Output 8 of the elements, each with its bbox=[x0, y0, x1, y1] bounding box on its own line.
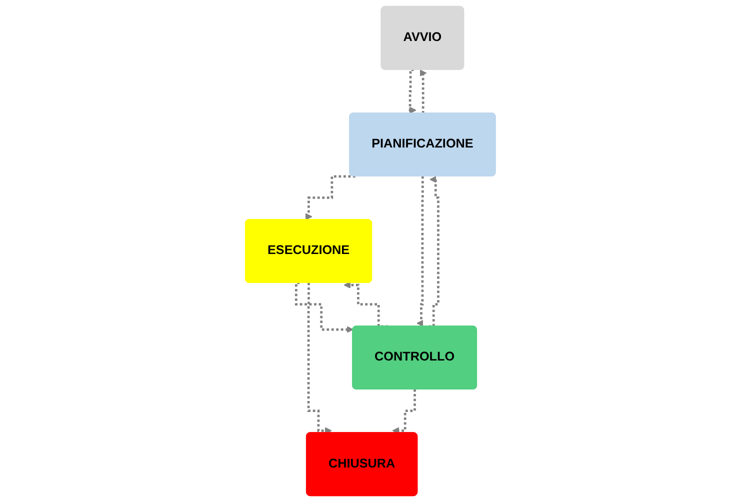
arrow bbox=[306, 175, 356, 220]
arrow bbox=[307, 282, 332, 434]
arrow bbox=[295, 282, 354, 333]
arrow bbox=[416, 175, 424, 327]
arrow bbox=[408, 68, 416, 114]
arrow bbox=[420, 70, 427, 114]
arrow bbox=[429, 176, 440, 328]
arrow bbox=[392, 388, 416, 434]
